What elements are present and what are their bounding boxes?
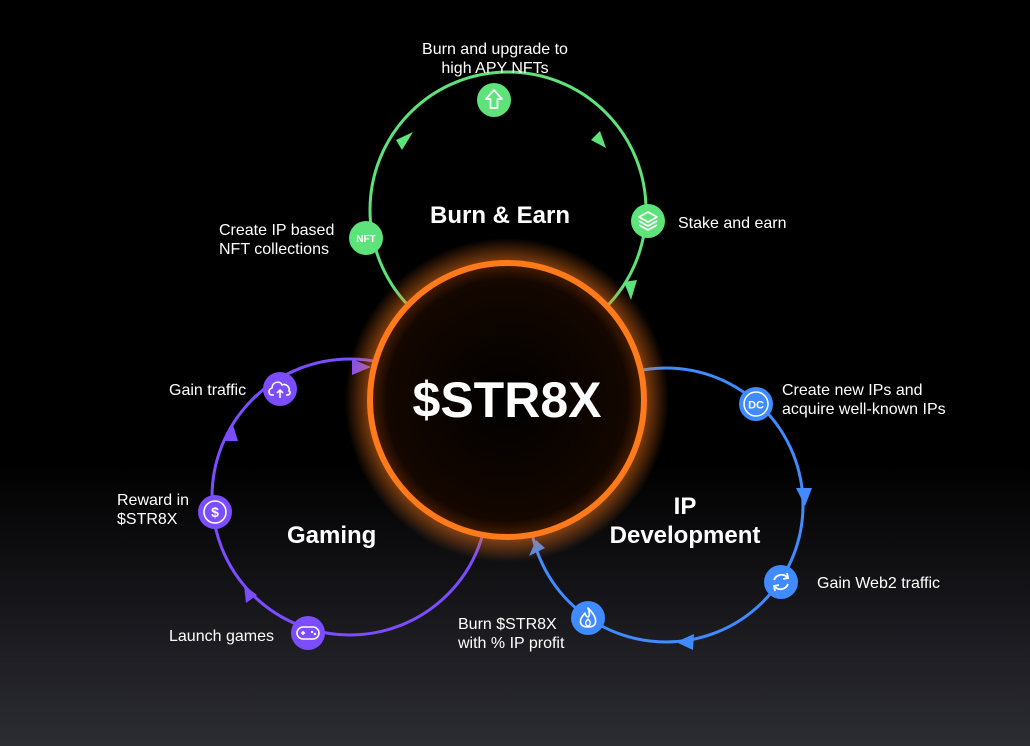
step-label-web2-traffic: Gain Web2 traffic: [817, 574, 940, 593]
arrowhead: [796, 488, 812, 506]
label-line: Reward in: [117, 492, 190, 509]
step-label-burn-upgrade: Burn and upgrade to high APY NFTs: [410, 40, 580, 78]
burn-earn-title: Burn & Earn: [430, 201, 570, 230]
arrowhead: [224, 425, 238, 441]
nft-icon-text: NFT: [356, 234, 375, 245]
step-label-burn-str8x: Burn $STR8X with % IP profit: [458, 615, 564, 653]
step-label-gain-traffic: Gain traffic: [169, 381, 246, 400]
step-label-stake-earn: Stake and earn: [678, 214, 787, 233]
step-label-launch-games: Launch games: [169, 627, 274, 646]
gamepad-icon: [291, 616, 325, 650]
flame-icon: [571, 601, 605, 635]
refresh-icon: [764, 565, 798, 599]
dollar-coin-icon: $: [198, 495, 232, 529]
hub-label: $STR8X: [412, 372, 602, 428]
layers-icon: [631, 204, 665, 238]
label-line: Burn and upgrade to: [422, 41, 568, 58]
label-line: Gain Web2 traffic: [817, 575, 941, 592]
label-line: with % IP profit: [458, 635, 565, 652]
step-label-create-nft: Create IP based NFT collections: [219, 221, 334, 259]
title-line: Development: [609, 522, 761, 549]
str8x-hub: [345, 238, 669, 562]
label-line: Create IP based: [219, 222, 335, 239]
nft-icon: NFT: [349, 221, 383, 255]
title-line: IP: [673, 493, 697, 520]
step-label-reward: Reward in $STR8X: [117, 491, 189, 529]
label-line: high APY NFTs: [441, 60, 549, 77]
arrowhead: [624, 280, 637, 300]
ip-development-title: IP Development: [595, 492, 775, 550]
arrowhead: [591, 131, 606, 148]
title-line: Burn & Earn: [430, 202, 571, 229]
dc-icon: DC: [739, 387, 773, 421]
arrow-up-icon: [477, 83, 511, 117]
label-line: NFT collections: [219, 241, 329, 258]
dc-icon-text: DC: [748, 400, 764, 412]
label-line: acquire well-known IPs: [782, 401, 946, 418]
arrowhead: [244, 585, 257, 603]
arrowhead: [396, 132, 413, 150]
label-line: $STR8X: [117, 511, 178, 528]
label-line: Launch games: [169, 628, 274, 645]
label-line: Burn $STR8X: [458, 616, 557, 633]
label-line: Stake and earn: [678, 215, 787, 232]
step-label-create-ips: Create new IPs and acquire well-known IP…: [782, 381, 946, 419]
arrowhead: [676, 634, 694, 650]
label-line: Create new IPs and: [782, 382, 923, 399]
hub-disc: [367, 260, 647, 540]
label-line: Gain traffic: [169, 382, 247, 399]
svg-text:$: $: [211, 504, 219, 520]
title-line: Gaming: [287, 522, 377, 549]
gaming-title: Gaming: [287, 521, 376, 550]
cloud-upload-icon: [263, 372, 297, 406]
